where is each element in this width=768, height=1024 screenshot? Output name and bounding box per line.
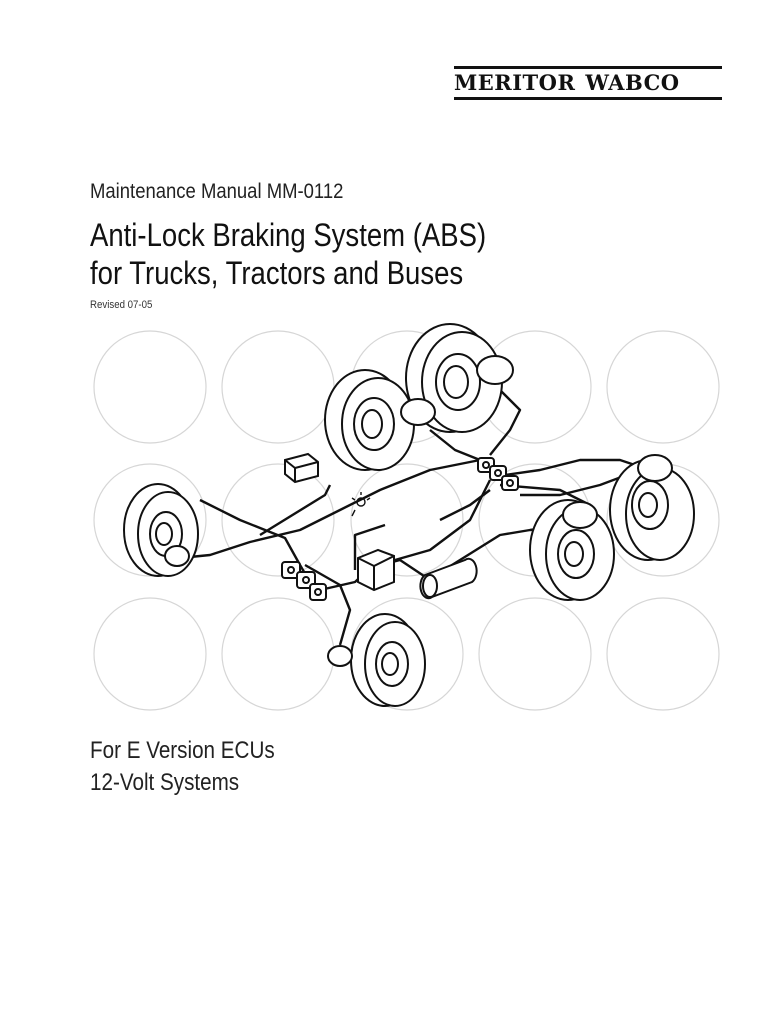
modulator-valves-rear bbox=[477, 457, 519, 491]
ecu-module bbox=[284, 452, 319, 484]
wheel-rear-middle bbox=[324, 369, 415, 471]
logo-brand-meritor: MERITOR bbox=[454, 70, 576, 95]
system-applicability: For E Version ECUs 12-Volt Systems bbox=[90, 735, 275, 799]
document-title: Anti-Lock Braking System (ABS) for Truck… bbox=[90, 216, 486, 292]
wheel-rear-right-outer bbox=[609, 459, 695, 561]
footer-line-1: For E Version ECUs bbox=[90, 737, 275, 764]
relay-box bbox=[357, 548, 395, 592]
logo-brand-wabco: WABCO bbox=[585, 70, 680, 95]
wheel-rear-upper bbox=[405, 323, 503, 433]
logo-wordmark: MERITOR WABCO bbox=[454, 72, 722, 94]
manual-number: Maintenance Manual MM-0112 bbox=[90, 180, 344, 203]
revision-date: Revised 07-05 bbox=[90, 299, 153, 311]
air-tank bbox=[419, 557, 478, 600]
title-line-2: for Trucks, Tractors and Buses bbox=[90, 255, 464, 291]
footer-line-2: 12-Volt Systems bbox=[90, 769, 240, 796]
warning-lamp-icon bbox=[351, 492, 371, 517]
meritor-wabco-logo: MERITOR WABCO bbox=[454, 66, 722, 100]
modulator-valves-front bbox=[281, 561, 327, 601]
logo-rule-top bbox=[454, 66, 722, 69]
wheel-front-right bbox=[350, 613, 426, 707]
abs-system-illustration bbox=[93, 323, 720, 711]
title-line-1: Anti-Lock Braking System (ABS) bbox=[90, 217, 487, 253]
logo-rule-bottom bbox=[454, 97, 722, 100]
brake-chambers bbox=[164, 355, 673, 667]
